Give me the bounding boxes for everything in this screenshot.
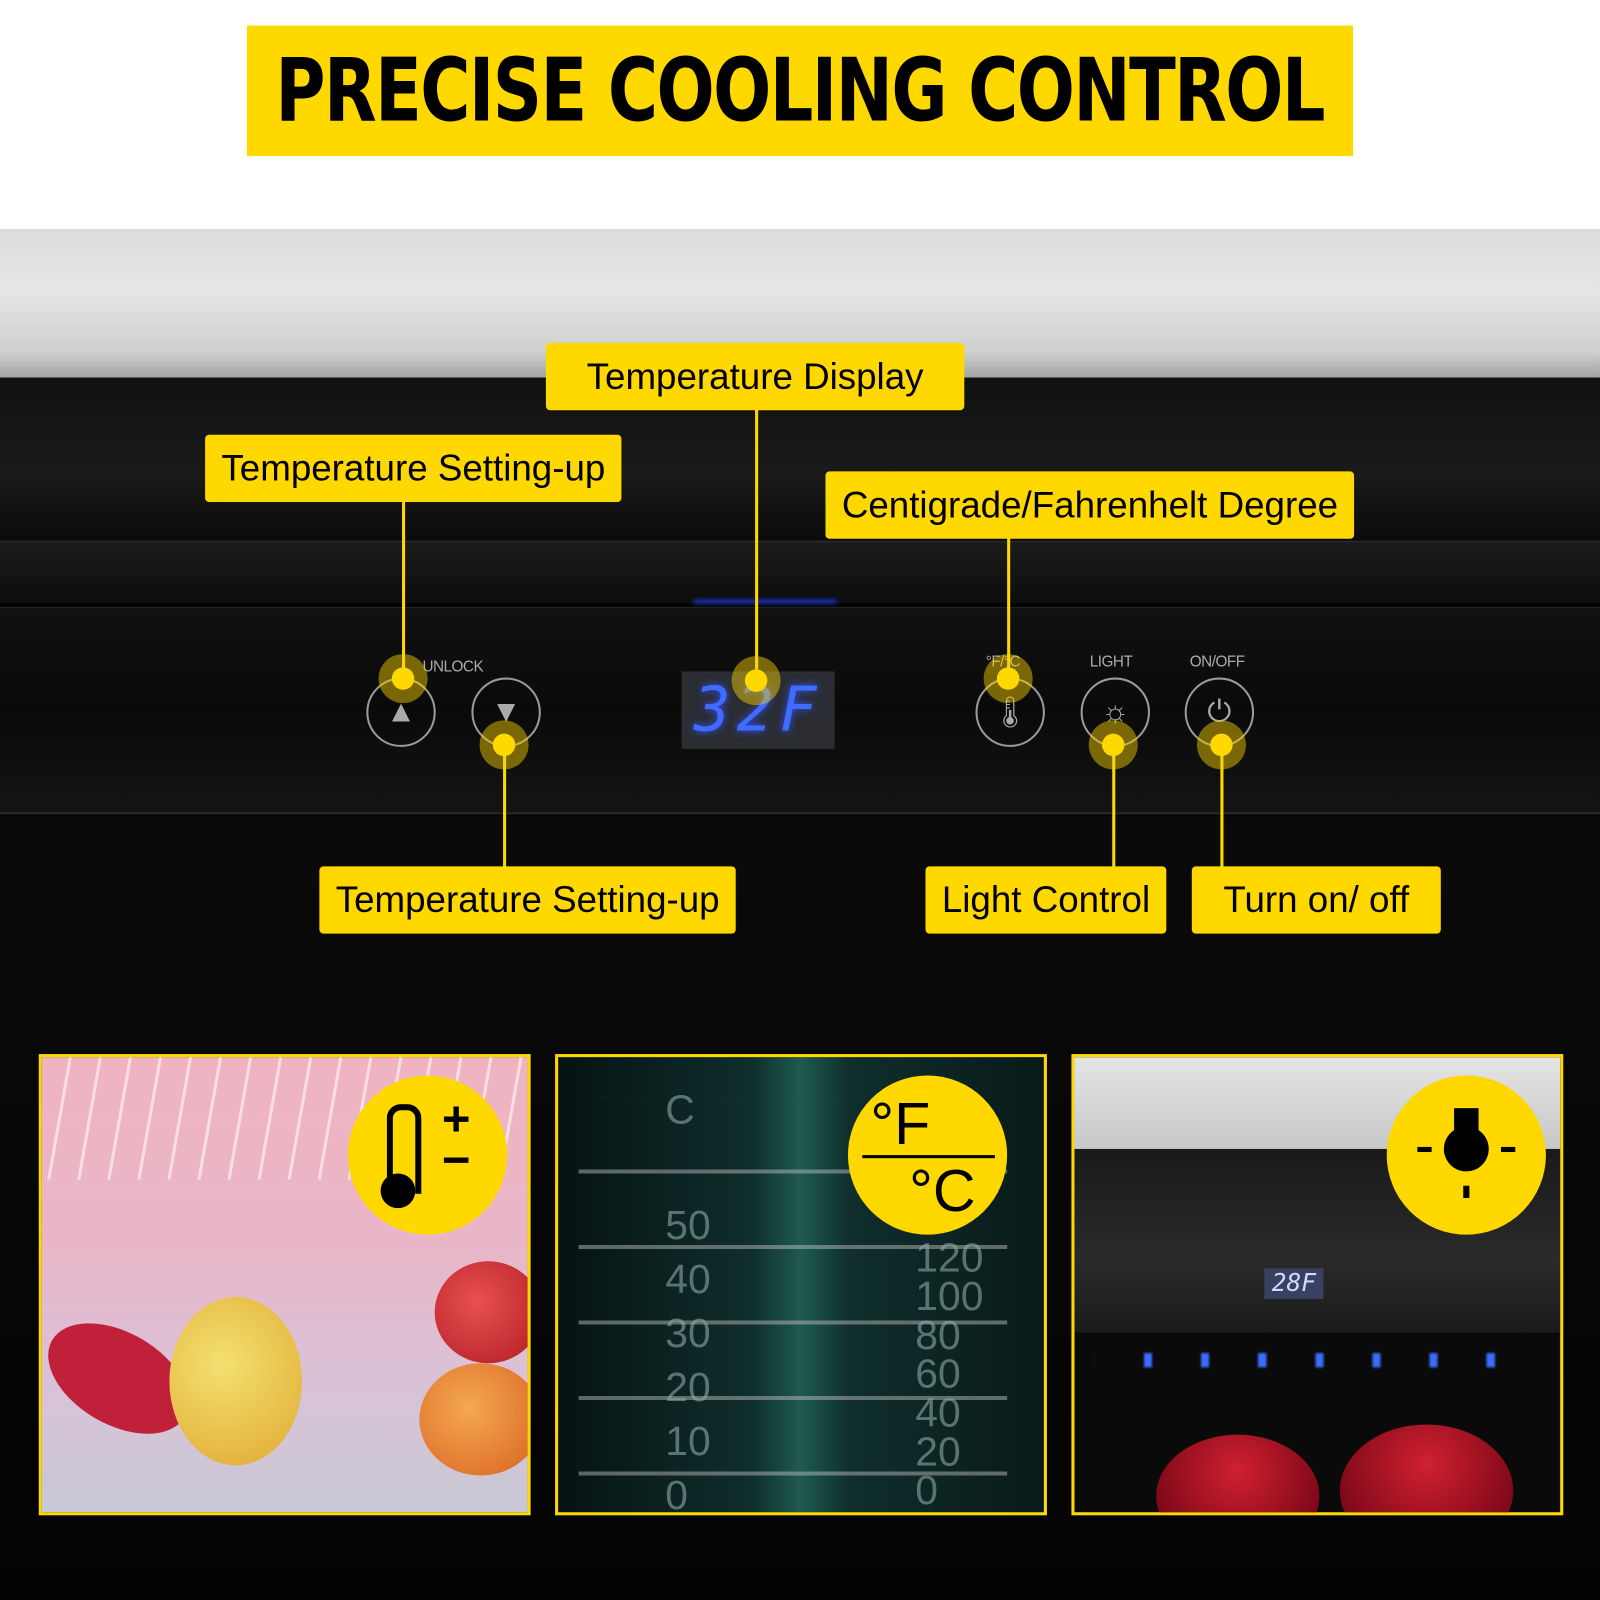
callout-dot	[996, 667, 1020, 690]
scale-label: 0	[665, 1473, 689, 1516]
ray-icon	[1417, 1146, 1432, 1153]
triangle-down-icon: ▼	[490, 694, 522, 729]
tomato	[434, 1261, 528, 1364]
scale-label: 10	[665, 1419, 711, 1465]
thermometer-bulb-icon	[380, 1173, 416, 1209]
fahrenheit-icon: °F	[870, 1090, 931, 1158]
unit-label: °F/°C	[985, 653, 1021, 671]
scale-label: 20	[915, 1429, 961, 1475]
control-panel	[0, 607, 1600, 815]
triangle-up-icon: ▲	[385, 694, 417, 729]
can	[1339, 1424, 1514, 1513]
apple	[169, 1296, 303, 1466]
scale-label: 40	[665, 1257, 711, 1303]
scale-label: 0	[915, 1468, 939, 1514]
tile-light: 28F	[1071, 1054, 1564, 1516]
callout-light-control: Light Control	[925, 866, 1167, 934]
scale-label: 80	[915, 1313, 961, 1359]
title-banner: PRECISE COOLING CONTROL	[246, 25, 1354, 157]
callout-line	[1007, 536, 1011, 680]
callout-line	[755, 408, 759, 682]
can	[1156, 1434, 1320, 1513]
bulb-base-icon	[1454, 1108, 1479, 1133]
callout-dot	[492, 733, 516, 757]
scale-label: 100	[915, 1274, 984, 1320]
page-title: PRECISE COOLING CONTROL	[275, 39, 1326, 142]
tile-fresh-food: + −	[38, 1054, 531, 1516]
celsius-scale: C 50 40 30 20 10 0	[665, 1087, 711, 1516]
callout-unit-degree: Centigrade/Fahrenhelt Degree	[825, 471, 1355, 539]
power-icon: ⏻	[1207, 694, 1232, 729]
callout-line	[503, 744, 507, 870]
callout-line	[1220, 744, 1224, 870]
light-label: LIGHT	[1089, 653, 1133, 671]
thermometer-icon: 🌡	[990, 695, 1030, 730]
blue-glow	[693, 599, 837, 604]
scale-label: C	[665, 1087, 695, 1133]
bulb-icon	[1443, 1126, 1489, 1172]
scale-label: 30	[665, 1311, 711, 1357]
fridge-frame-lip	[0, 540, 1600, 604]
fahrenheit-scale: 120 100 80 60 40 20 0	[915, 1235, 984, 1514]
bulb-icon: ☼	[1101, 694, 1130, 729]
scale-label: 60	[915, 1352, 961, 1397]
thermometer-icon	[386, 1104, 422, 1194]
scale-label: 120	[915, 1235, 984, 1281]
callout-line	[402, 499, 406, 679]
scale-label: 40	[915, 1390, 961, 1436]
callout-temp-display: Temperature Display	[545, 342, 965, 411]
callout-dot	[1102, 733, 1125, 757]
thermometer-badge: + −	[347, 1075, 508, 1235]
callout-line	[1112, 744, 1116, 870]
celsius-icon: °C	[909, 1158, 976, 1225]
divider	[862, 1155, 995, 1159]
power-button[interactable]: ⏻	[1184, 677, 1255, 747]
scale-label: 20	[665, 1365, 711, 1411]
callout-dot	[391, 667, 415, 690]
minus-icon: −	[441, 1133, 471, 1188]
ray-icon	[1463, 1185, 1470, 1198]
onoff-label: ON/OFF	[1189, 653, 1245, 671]
unit-badge: °F °C	[847, 1075, 1008, 1235]
light-badge	[1386, 1075, 1546, 1235]
ray-icon	[1501, 1146, 1516, 1153]
temp-down-button[interactable]: ▼	[471, 677, 541, 747]
callout-dot	[744, 669, 768, 692]
scale-label: 50	[665, 1203, 711, 1248]
orange	[419, 1363, 528, 1476]
tile-unit-switch: C 50 40 30 20 10 0 120 100 80 60 40 20 0…	[555, 1054, 1047, 1516]
plus-icon: +	[441, 1092, 471, 1147]
callout-turn-on-off: Turn on/ off	[1191, 866, 1441, 934]
mini-display: 28F	[1264, 1268, 1324, 1299]
callout-dot	[1210, 733, 1233, 757]
callout-temp-down: Temperature Setting-up	[319, 866, 736, 934]
blue-led-strip	[1094, 1353, 1544, 1368]
callout-temp-up: Temperature Setting-up	[205, 434, 622, 503]
unlock-label: UNLOCK	[422, 658, 484, 676]
temperature-display: 32F	[681, 671, 835, 749]
